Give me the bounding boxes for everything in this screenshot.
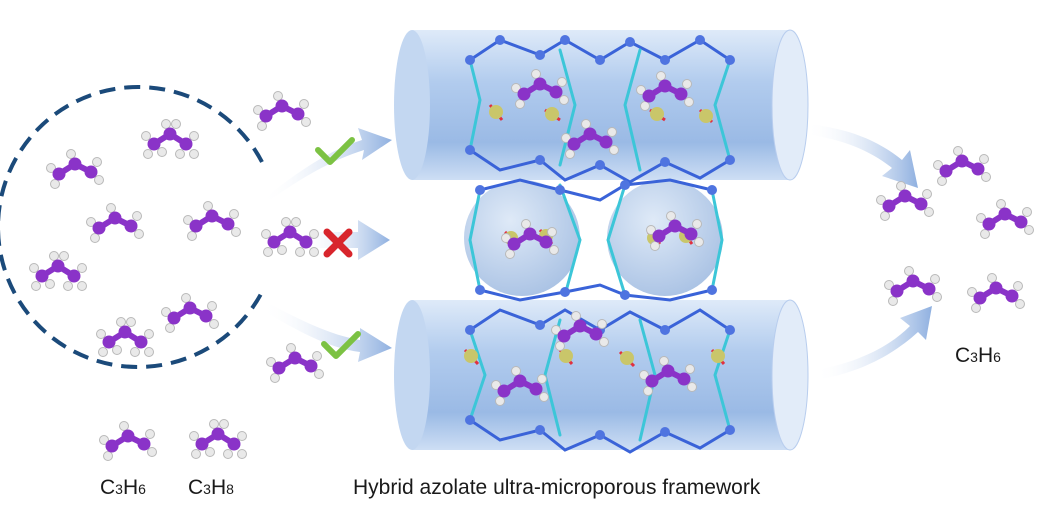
check-mark-icon <box>315 137 355 165</box>
propane-molecule <box>29 251 87 291</box>
propylene-molecule <box>639 356 697 396</box>
propylene-molecule <box>876 181 934 221</box>
entry-arrow-top <box>262 128 392 206</box>
propylene-molecule <box>99 421 157 461</box>
framework-lattice <box>468 38 732 454</box>
propane-molecule <box>189 419 247 459</box>
propylene-molecule <box>46 149 104 189</box>
exit-arrow-top <box>806 124 918 188</box>
propane-molecule <box>141 119 199 159</box>
framework-nodes <box>465 35 735 440</box>
propane-molecule <box>261 217 319 257</box>
propylene-molecule <box>884 266 942 306</box>
propane-molecule <box>96 317 154 357</box>
framework-caption: Hybrid azolate ultra-microporous framewo… <box>353 476 761 499</box>
propylene-molecule <box>976 199 1034 239</box>
mixture-dashed-circle <box>0 85 264 369</box>
propylene-molecule <box>511 69 569 109</box>
propylene-molecule <box>561 119 619 159</box>
entry-arrow-bottom <box>262 300 392 362</box>
propylene-molecule <box>636 71 694 111</box>
cross-mark-icon <box>323 228 353 258</box>
propylene-molecule <box>967 273 1025 313</box>
propylene-molecule <box>501 219 559 259</box>
check-mark-icon <box>321 331 361 359</box>
propylene-molecule <box>161 293 219 333</box>
propylene-molecule <box>646 211 704 251</box>
propylene-molecule <box>266 343 324 383</box>
propylene-molecule <box>253 91 311 131</box>
propylene-molecule <box>183 201 241 241</box>
top-channel <box>394 29 809 181</box>
framework <box>394 29 809 454</box>
propylene-molecule <box>551 311 609 351</box>
exit-arrow-bottom <box>816 306 932 380</box>
molecules <box>29 69 1034 461</box>
propylene-molecule <box>933 146 991 186</box>
propylene-molecule <box>86 203 144 243</box>
propylene-molecule <box>491 366 549 406</box>
